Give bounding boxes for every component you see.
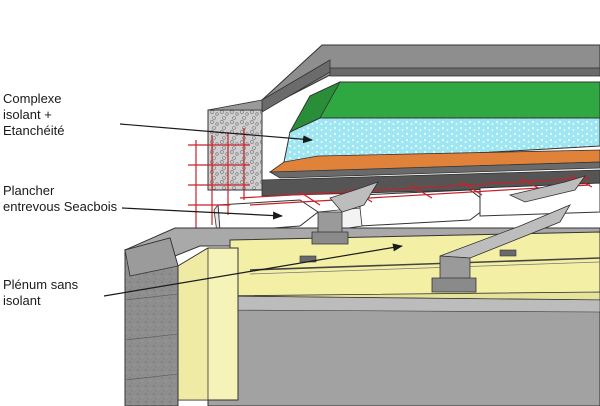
edge-block bbox=[207, 99, 263, 191]
label-plenum: Plénum sans isolant bbox=[3, 277, 79, 308]
leader-arrows bbox=[103, 123, 403, 297]
precast-beam-2 bbox=[431, 204, 571, 293]
arrow-plancher bbox=[121, 207, 283, 220]
label-complexe-isolant: Complexe isolant + Etanchéité bbox=[3, 91, 65, 138]
outer-wall bbox=[124, 237, 179, 406]
label-plancher-entrevous: Plancher entrevous Seacbois bbox=[3, 183, 118, 214]
arrow-plenum bbox=[103, 243, 403, 297]
precast-beam-3 bbox=[508, 175, 587, 203]
arrow-complexe bbox=[119, 123, 313, 144]
seacbois-blocks bbox=[213, 182, 600, 241]
precast-beam-1 bbox=[311, 181, 379, 245]
insulation-column bbox=[177, 247, 239, 401]
ceiling-soffit bbox=[207, 295, 600, 406]
screed-layer bbox=[268, 149, 600, 179]
slab-underside bbox=[261, 169, 600, 197]
